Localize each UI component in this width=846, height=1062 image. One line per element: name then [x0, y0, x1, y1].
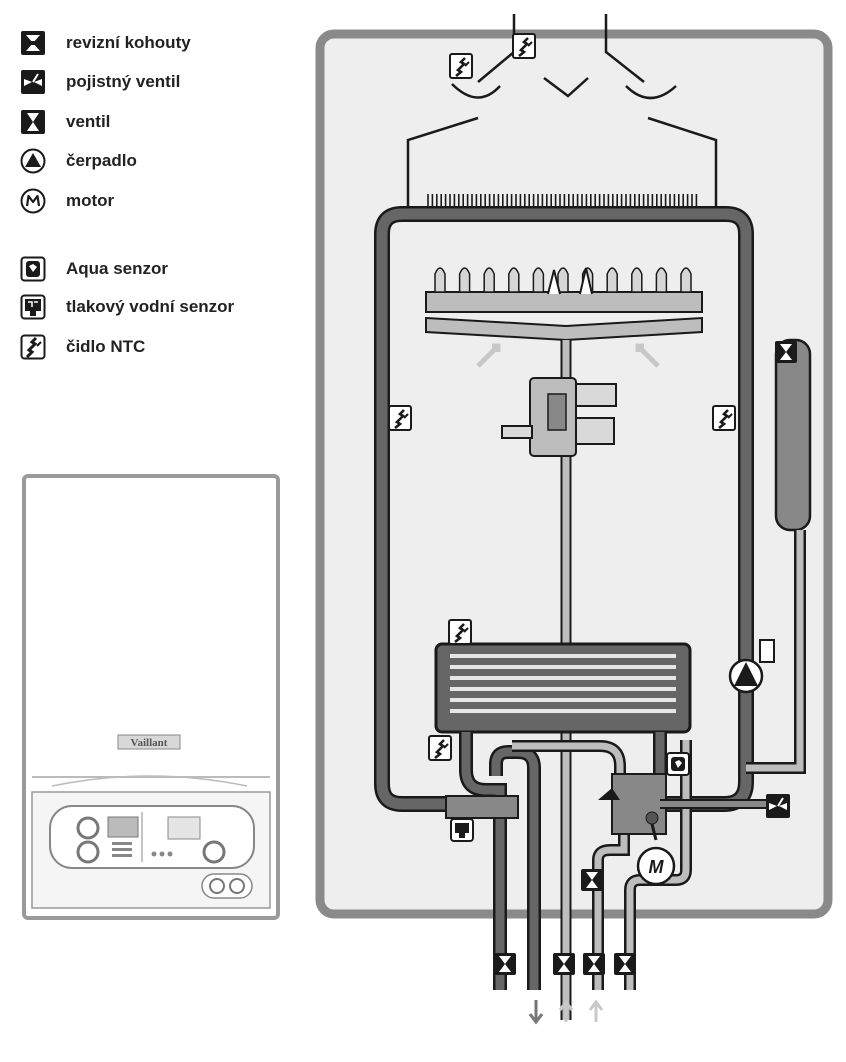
burner [425, 267, 703, 342]
display-right [167, 816, 201, 840]
motor-icon [20, 188, 46, 214]
legend-item-ntc-sensor: čidlo NTC [20, 332, 145, 362]
legend-label: revizní kohouty [66, 33, 191, 52]
ntc-sensor-icon [20, 334, 46, 360]
air-arrow-right [635, 343, 660, 368]
legend-label: tlakový vodní senzor [66, 297, 235, 316]
burner-flame [680, 267, 692, 293]
ntc-sensor-return-bottom-icon [427, 734, 453, 762]
burner-flame [606, 267, 618, 293]
legend-label: pojistný ventil [66, 72, 181, 91]
legend-item-service-valves: revizní kohouty [20, 28, 191, 58]
display-left [107, 816, 139, 838]
aqua-sensor-icon [666, 752, 690, 776]
valve-icon [20, 109, 46, 135]
legend-item-pressure-sensor: tlakový vodní senzor [20, 292, 234, 322]
brand-plate [117, 734, 181, 750]
safety-valve-icon [765, 793, 791, 819]
legend-item-pump: čerpadlo [20, 146, 137, 176]
ntc-sensor-exchanger-icon [447, 618, 473, 646]
legend-label: Aqua senzor [66, 259, 169, 278]
air-arrow-left [476, 343, 501, 368]
pump [728, 639, 775, 694]
diverter-valve-body [611, 773, 667, 835]
ntc-sensor-flue-left-icon [448, 52, 474, 80]
burner-flame [458, 267, 471, 293]
service-valve-gas-icon [553, 953, 575, 975]
legend-label: čerpadlo [66, 151, 137, 170]
gas-in-arrow [558, 999, 574, 1022]
bypass-pipe [512, 742, 624, 790]
ntc-sensor-flue-top-icon [511, 32, 537, 60]
heating-circuit-pipe [376, 208, 752, 810]
hot-water-out-arrow [528, 1000, 544, 1025]
pressure-sensor-icon [450, 818, 474, 842]
service-valve-cold-water-icon [583, 953, 605, 975]
legend-label: motor [66, 191, 115, 210]
ntc-sensor-return-icon [387, 404, 413, 432]
safety-valve-icon [20, 69, 46, 95]
cold-water-in-arrow [588, 999, 604, 1022]
service-valve-heating-flow-icon [614, 953, 636, 975]
secondary-heat-exchanger [434, 642, 692, 734]
knob-bottom-right [202, 840, 226, 864]
burner-flame [532, 267, 545, 293]
motor-label: M [649, 857, 665, 877]
legend-label: ventil [66, 112, 111, 131]
knob-top-left [76, 816, 100, 840]
pressure-sensor-icon [20, 294, 46, 320]
burner-flame [631, 267, 643, 293]
service-valve-icon [20, 30, 46, 56]
aqua-sensor-icon [20, 256, 46, 282]
burner-flame [557, 267, 569, 293]
knob-bottom-left [76, 840, 100, 864]
boiler-front-view: Vaillant [22, 474, 280, 920]
diverter-motor: M [636, 823, 676, 886]
return-manifold [445, 795, 519, 819]
legend-item-motor: motor [20, 186, 114, 216]
cold-water-pipe [594, 830, 628, 990]
burner-flame [655, 267, 668, 293]
legend-label: čidlo NTC [66, 337, 146, 356]
gas-valve [501, 377, 617, 457]
brand-logo: Vaillant [131, 737, 168, 749]
legend-item-valve: ventil [20, 107, 110, 137]
burner-flame [434, 267, 446, 293]
service-valve-heating-return-icon [494, 953, 516, 975]
heating-return-pipe [461, 732, 505, 990]
burner-flame [508, 267, 520, 293]
pump-icon [20, 148, 46, 174]
expansion-vessel-valve-icon [775, 341, 797, 363]
ntc-sensor-flow-icon [711, 404, 737, 432]
legend-item-safety-valve: pojistný ventil [20, 67, 180, 97]
legend-item-aqua-sensor: Aqua senzor [20, 254, 168, 284]
safety-valve-small-icon [598, 788, 620, 800]
expansion-vessel [746, 338, 812, 774]
cold-water-valve-icon [581, 869, 603, 891]
burner-flame [483, 267, 495, 293]
